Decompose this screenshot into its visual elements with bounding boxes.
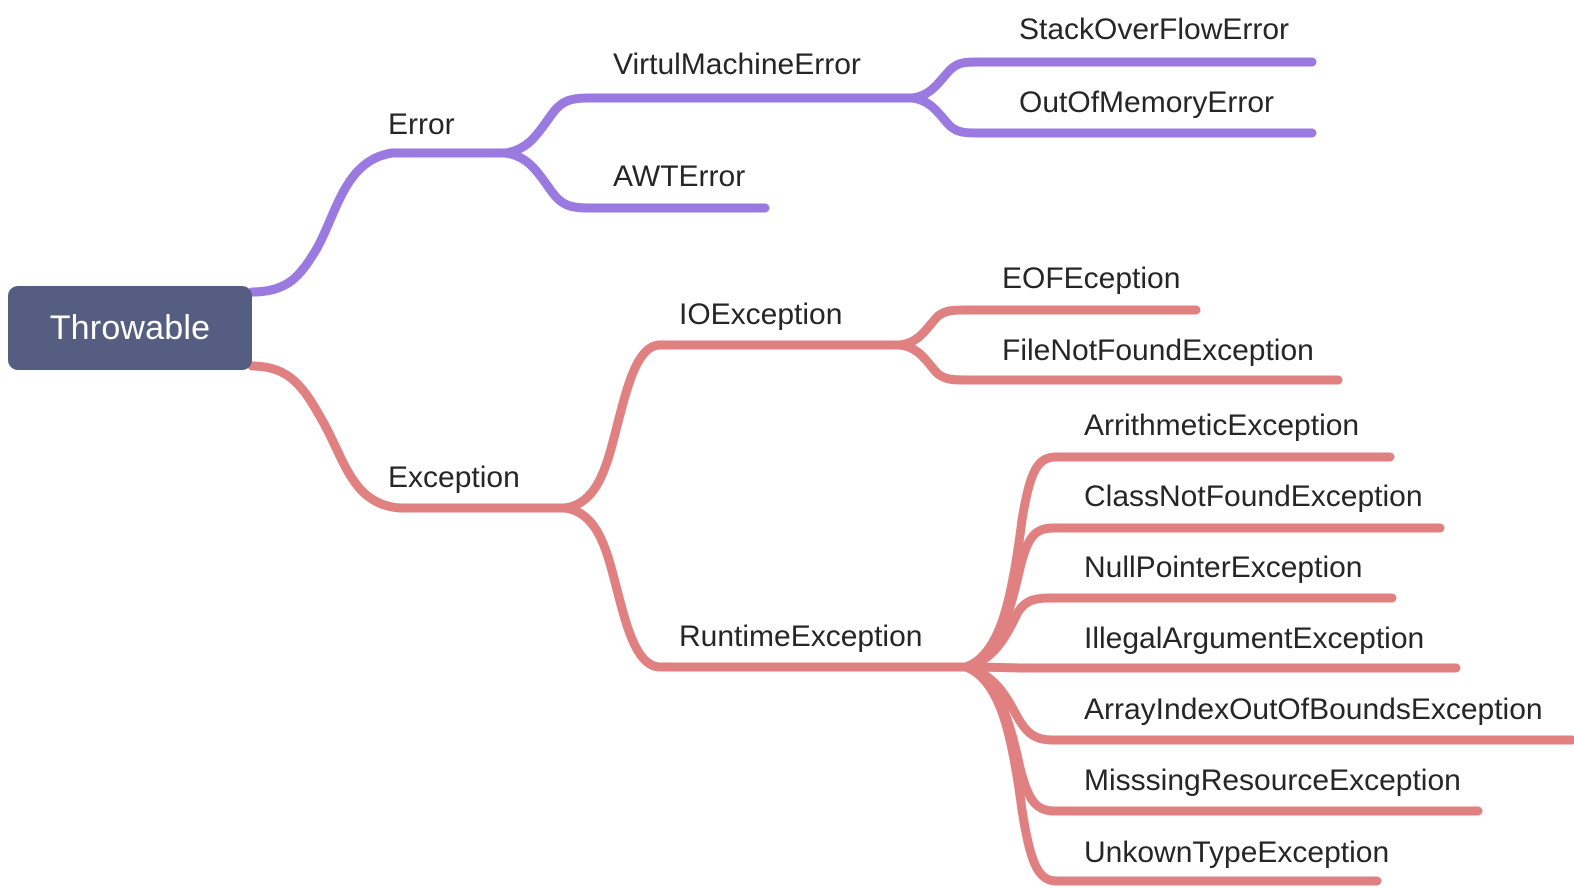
node-error[interactable]: Error xyxy=(388,108,455,141)
edge-vm-to-outofmemoryerror xyxy=(907,93,1317,138)
error-branch-edges xyxy=(247,57,1317,297)
edge-rt-to-illegalargumentexception xyxy=(961,662,1461,673)
node-nullpointerexception[interactable]: NullPointerException xyxy=(1084,551,1363,584)
edge-error-to-awterror xyxy=(500,148,770,213)
root-node-throwable[interactable]: Throwable xyxy=(8,286,252,370)
edge-root-to-error xyxy=(247,148,510,297)
edge-vm-to-stackoverflowerror xyxy=(907,57,1317,103)
node-virtulmachineerror[interactable]: VirtulMachineError xyxy=(613,48,861,81)
node-arrithmeticexception[interactable]: ArrithmeticException xyxy=(1084,409,1360,442)
node-outofmemoryerror[interactable]: OutOfMemoryError xyxy=(1019,86,1275,119)
edge-io-to-filenotfoundexception xyxy=(895,340,1343,385)
node-awterror[interactable]: AWTError xyxy=(613,160,746,193)
node-unkowntypeexception[interactable]: UnkownTypeException xyxy=(1084,836,1390,869)
node-stackoverflowerror[interactable]: StackOverFlowError xyxy=(1019,13,1290,46)
node-classnotfoundexception[interactable]: ClassNotFoundException xyxy=(1084,480,1423,513)
exception-branch-edges xyxy=(247,305,1574,886)
node-misssingresourceexception[interactable]: MisssingResourceException xyxy=(1084,764,1461,797)
edge-rt-to-unkowntypeexception xyxy=(961,662,1382,886)
node-illegalargumentexception[interactable]: IllegalArgumentException xyxy=(1084,622,1425,655)
root-node-label: Throwable xyxy=(49,308,211,347)
node-runtimeexception[interactable]: RuntimeException xyxy=(679,620,923,653)
edge-io-to-eofeception xyxy=(895,305,1201,350)
edge-error-to-virtulmachineerror xyxy=(500,93,917,158)
edge-exception-to-ioexception xyxy=(560,340,905,513)
edge-exception-to-runtimeexception xyxy=(560,503,973,672)
edge-root-to-exception xyxy=(247,361,570,513)
node-ioexception[interactable]: IOException xyxy=(679,298,843,331)
node-eofeception[interactable]: EOFEception xyxy=(1002,262,1181,295)
node-filenotfoundexception[interactable]: FileNotFoundException xyxy=(1002,334,1314,367)
edge-rt-to-nullpointerexception xyxy=(961,593,1397,672)
node-exception[interactable]: Exception xyxy=(388,461,520,494)
node-arrayindexoutofboundsexception[interactable]: ArrayIndexOutOfBoundsException xyxy=(1084,693,1543,726)
